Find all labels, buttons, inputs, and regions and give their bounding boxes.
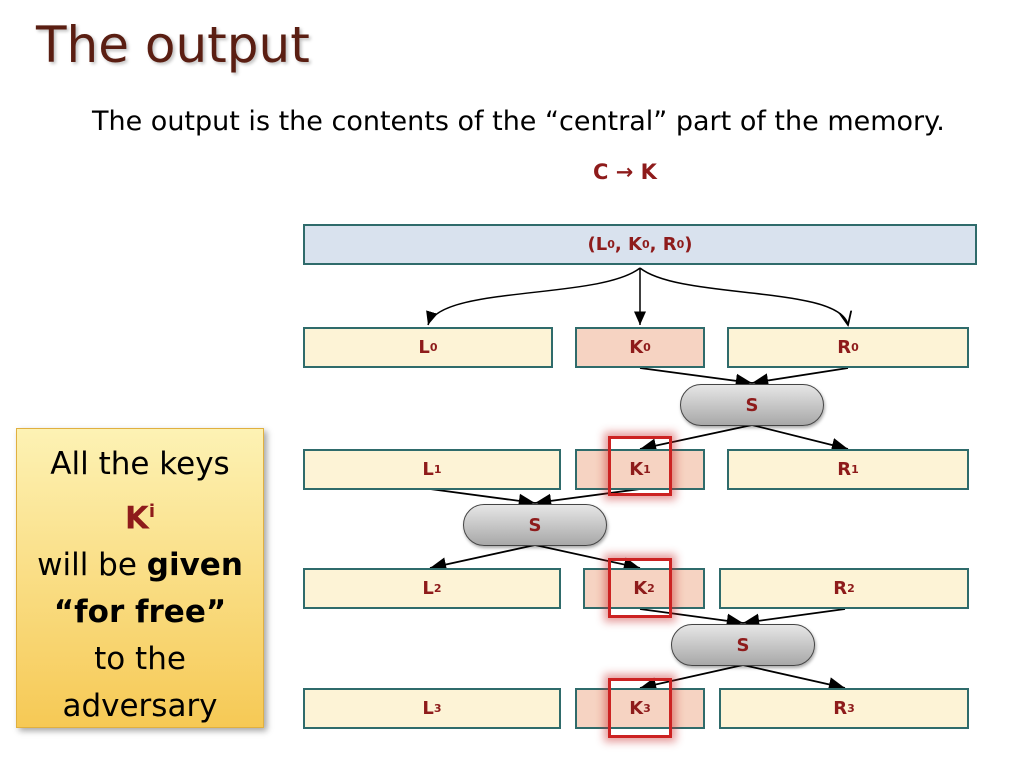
arrow-top-to-r0: [639, 267, 848, 325]
top-r: R: [662, 234, 677, 255]
arrow-s3-r3: [742, 664, 846, 692]
note-line-3: will be given: [37, 547, 243, 584]
s-node-2: S: [463, 504, 607, 546]
note-line-4: “for free”: [53, 594, 227, 631]
k1-highlight: [608, 436, 672, 496]
top-k: K: [627, 234, 642, 255]
arrow-s1-k1: [639, 424, 753, 453]
arrow-k0-s1: [639, 367, 753, 388]
arrow-s1-r1: [751, 424, 849, 453]
s-node-1: S: [680, 384, 824, 426]
arrow-r2-s3: [742, 608, 846, 628]
arrow-top-to-l0: [426, 267, 641, 326]
arrow-s2-l2: [429, 544, 536, 572]
arrow-k1-s2: [534, 488, 641, 508]
note-line-5: to the: [94, 641, 186, 678]
adversary-note: All the keys Ki will be given “for free”…: [16, 428, 264, 728]
arrow-s2-k2: [534, 544, 641, 572]
arrow-l1-s2: [429, 488, 536, 508]
top-l: (L: [587, 234, 608, 255]
note-line-1: All the keys: [50, 446, 230, 482]
note-line-6: adversary: [62, 688, 218, 725]
slide-subtitle: The output is the contents of the “centr…: [92, 106, 945, 137]
note-line-2: Ki: [124, 500, 156, 537]
arrow-r0-s1: [751, 367, 849, 388]
arrow-k2-s3: [639, 608, 744, 628]
k2-highlight: [608, 558, 672, 618]
slide-title: The output: [36, 16, 310, 74]
c-to-k-label: C → K: [593, 160, 657, 184]
s-node-3: S: [671, 624, 815, 666]
arrow-s3-k3: [639, 664, 744, 692]
k3-highlight: [608, 678, 672, 738]
